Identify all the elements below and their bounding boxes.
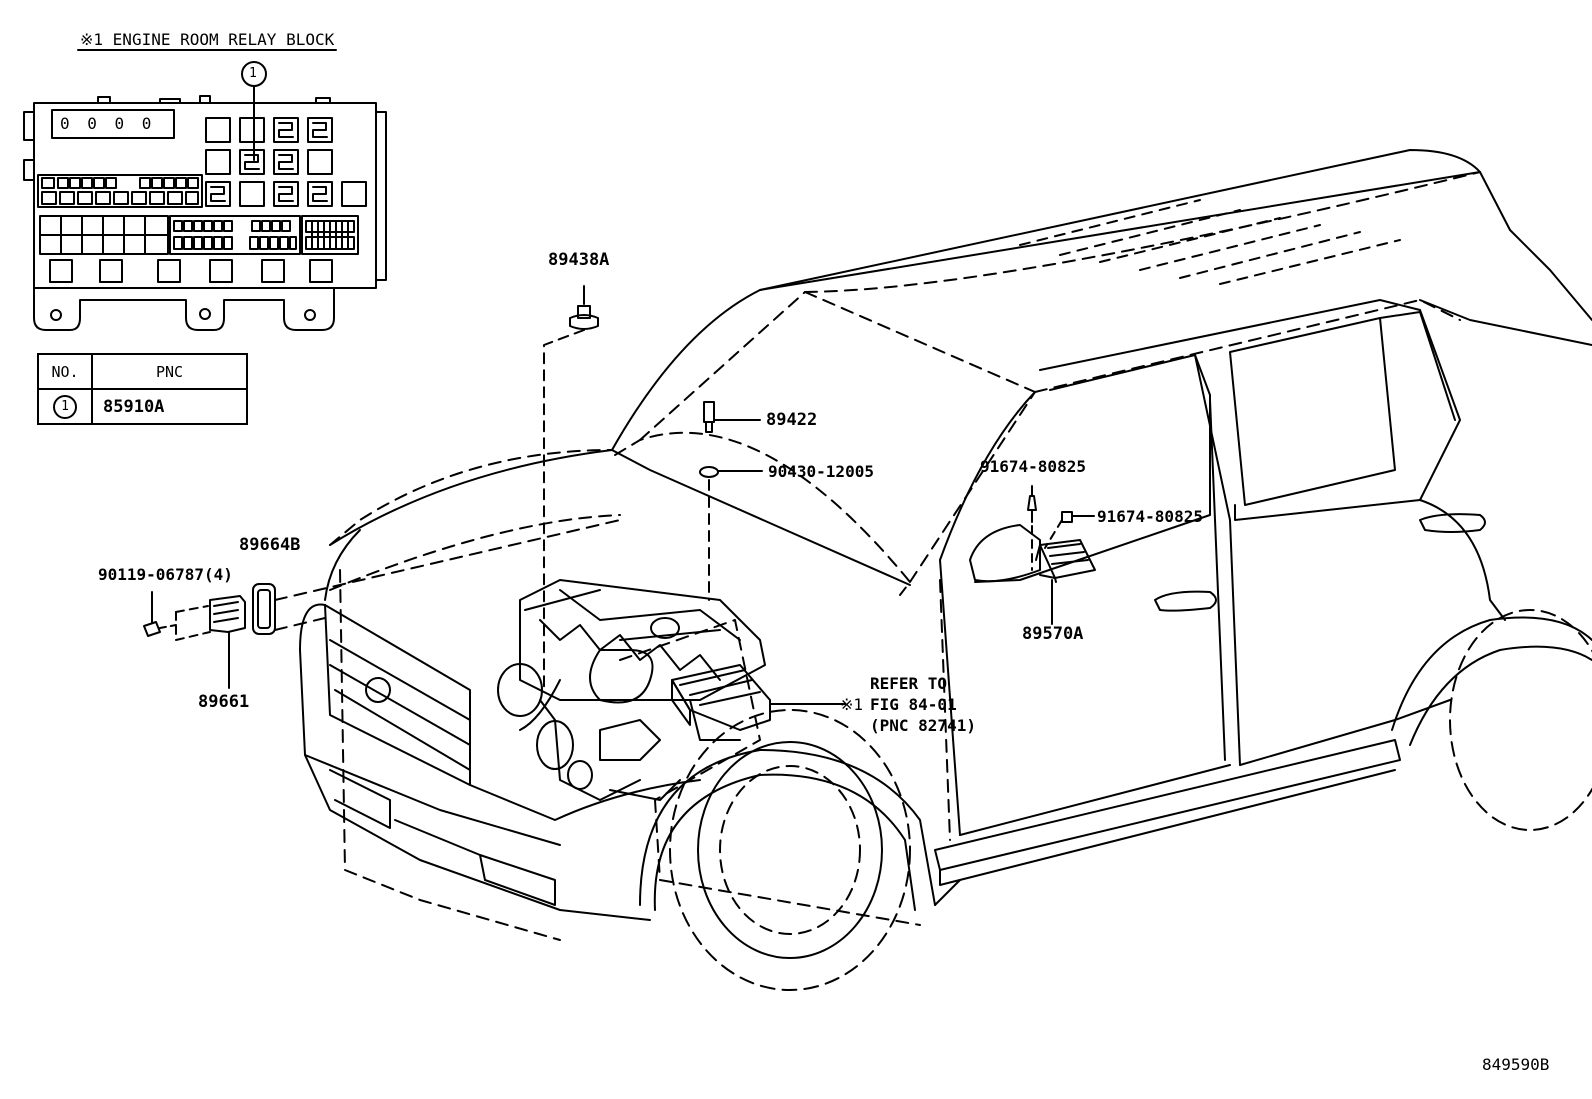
- refer-line-1: REFER TO: [870, 674, 948, 693]
- relay-block-title: ※1 ENGINE ROOM RELAY BLOCK: [80, 30, 335, 49]
- part-label-89661[interactable]: 89661: [198, 692, 250, 712]
- part-label-89438a[interactable]: 89438A: [548, 250, 610, 270]
- pnc-table: NO. PNC 1 85910A: [37, 353, 248, 425]
- part-label-89570a[interactable]: 89570A: [1022, 624, 1084, 644]
- part-label-91674-80825-side[interactable]: 91674-80825: [1097, 507, 1203, 526]
- figure-code: 849590B: [1482, 1055, 1550, 1074]
- parts-and-leaders: [143, 285, 1096, 705]
- pnc-header-no: NO.: [37, 353, 93, 390]
- pnc-row-value: 85910A: [91, 388, 248, 425]
- relay-display-digits: 0 0 0 0: [60, 114, 156, 133]
- vehicle-drawing: [299, 149, 1592, 991]
- refer-line-3: (PNC 82741): [870, 716, 976, 735]
- part-label-89422[interactable]: 89422: [766, 410, 818, 430]
- refer-line-2[interactable]: FIG 84-01: [870, 695, 957, 714]
- relay-block-drawing: [23, 49, 387, 331]
- part-label-90430-12005[interactable]: 90430-12005: [768, 462, 874, 481]
- engine-drawing: [497, 579, 771, 801]
- table-row: 1 85910A: [37, 388, 248, 425]
- row-number-circle: 1: [53, 394, 77, 419]
- relay-callout-number: 1: [249, 66, 257, 81]
- pnc-row-no: 1: [37, 388, 93, 425]
- pnc-table-header-row: NO. PNC: [37, 353, 248, 390]
- pnc-header-pnc: PNC: [91, 353, 248, 390]
- part-label-89664b[interactable]: 89664B: [239, 535, 301, 555]
- part-label-91674-80825-top[interactable]: 91674-80825: [980, 457, 1086, 476]
- part-label-90119-06787[interactable]: 90119-06787(4): [98, 565, 233, 584]
- refer-marker: ※1: [840, 695, 864, 714]
